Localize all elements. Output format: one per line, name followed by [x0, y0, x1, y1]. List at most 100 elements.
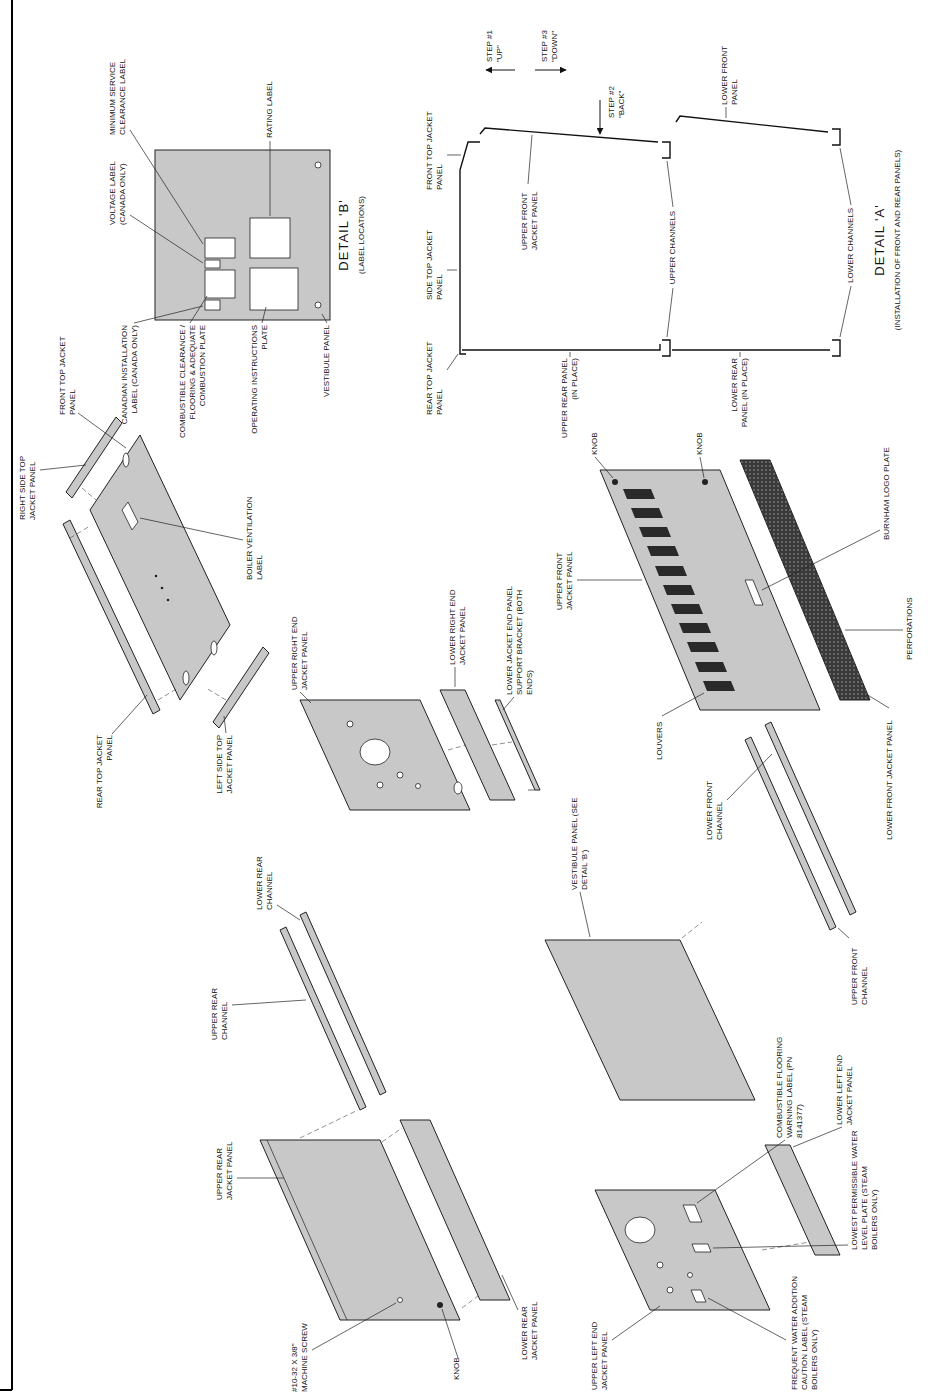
left-end-panels [595, 1145, 840, 1310]
step-label: STEP #3 "DOWN" [540, 14, 560, 62]
part-label: LOWER JACKET END PANEL SUPPORT BRACKET (… [505, 570, 535, 695]
left-end-panels [667, 1287, 673, 1293]
part-label: UPPER CHANNELS [668, 205, 678, 290]
detail-b-panel [315, 162, 321, 168]
leader-lines [667, 288, 673, 337]
top-jacket-panels [206, 688, 226, 700]
detail-a-profile [832, 340, 840, 356]
leader-lines [667, 161, 673, 207]
right-end-panels [347, 721, 353, 727]
part-label: LOWER RIGHT END JACKET PANEL [448, 565, 468, 665]
part-label: FRONT TOP JACKET PANEL [425, 110, 445, 190]
part-label: PERFORATIONS [905, 580, 915, 660]
front-channels [765, 722, 856, 915]
leader-lines [727, 754, 772, 800]
detail-b-panel [155, 150, 330, 320]
louvers [631, 508, 663, 518]
part-label: COMBUSTIBLE FLOORING WARNING LABEL (PN 8… [775, 1023, 805, 1138]
right-end-panels [300, 700, 470, 810]
leader-lines [612, 1306, 660, 1340]
front-jacket-panels [612, 479, 618, 485]
left-end-panels [625, 1217, 655, 1243]
left-end-panels [692, 1244, 711, 1252]
detail-a-profile [486, 70, 515, 71]
leader-lines [708, 1298, 786, 1340]
detail-a-profile [832, 129, 840, 145]
right-end-panels [397, 772, 403, 778]
rear-jacket-panels [398, 1298, 403, 1303]
part-label: UPPER LEFT END JACKET PANEL [590, 1300, 610, 1390]
part-label: LOUVERS [655, 715, 665, 760]
detail-b-panel [250, 268, 298, 310]
front-jacket-panels [740, 460, 870, 700]
leader-lines [134, 306, 203, 323]
leader-lines [40, 465, 86, 470]
part-label: LOWER CHANNELS [846, 203, 856, 288]
leader-lines [577, 580, 642, 581]
left-end-panels [688, 1273, 693, 1278]
part-label: FRONT TOP JACKET PANEL [58, 335, 78, 415]
right-end-panels [495, 700, 540, 790]
detail-b-panel [205, 260, 220, 268]
rear-jacket-panels [400, 1120, 510, 1300]
leader-lines [237, 1178, 284, 1179]
part-label: UPPER REAR JACKET PANEL [215, 1120, 235, 1200]
part-label: LOWEST PERMISSIBLE WATER LEVEL PLATE (ST… [850, 1130, 880, 1250]
leader-lines [662, 693, 704, 716]
part-label: UPPER REAR CHANNEL [210, 970, 230, 1040]
part-label: KNOB [590, 415, 600, 455]
part-label: UPPER FRONT CHANNEL [850, 935, 870, 1005]
part-label: LOWER FRONT PANEL [720, 35, 740, 105]
part-label: VESTIBULE PANEL (SEE DETAIL 'B') [570, 795, 590, 890]
top-jacket-panels [90, 435, 230, 700]
page-border [11, 0, 13, 1390]
detail-subtitle: (INSTALLATION OF FRONT AND REAR PANELS) [893, 100, 903, 380]
detail-a-profile [480, 128, 658, 142]
left-end-panels [765, 1145, 840, 1255]
leader-lines [224, 716, 226, 733]
detail-title: DETAIL 'B' [336, 165, 352, 305]
leader-lines [447, 270, 457, 271]
left-end-panels [595, 1190, 770, 1310]
leader-lines [300, 692, 311, 703]
rear-jacket-panels [437, 1302, 443, 1308]
detail-title: DETAIL 'A' [872, 140, 888, 340]
top-jacket-panels [213, 647, 269, 728]
leader-lines [130, 215, 203, 263]
leader-lines [570, 352, 571, 357]
part-label: UPPER FRONT JACKET PANEL [555, 530, 575, 610]
rear-jacket-panels [267, 1140, 347, 1320]
vestibule-panel [545, 922, 755, 1100]
top-jacket-panels [122, 502, 138, 530]
detail-a-profile [662, 340, 670, 356]
leader-lines [312, 1303, 396, 1350]
detail-a-profile [535, 70, 566, 71]
leader-lines [713, 1245, 848, 1248]
leader-lines [840, 286, 851, 337]
top-jacket-panels [66, 417, 122, 498]
leader-lines [455, 667, 456, 687]
part-label: VESTIBULE PANEL [322, 325, 332, 445]
detail-b-panel [155, 150, 330, 320]
right-end-panels [440, 690, 515, 800]
part-label: CANADIAN INSTALLATION LABEL (CANADA ONLY… [120, 325, 140, 445]
leader-lines [447, 155, 461, 156]
detail-a-profile [662, 142, 670, 158]
louvers [687, 642, 719, 652]
detail-a-profile [460, 142, 480, 354]
top-jacket-panels [167, 599, 170, 602]
part-label: REAR TOP JACKET PANEL [425, 335, 445, 415]
front-jacket-panels [600, 460, 870, 710]
step-label: STEP #2 "BACK" [607, 73, 627, 118]
leader-lines [232, 1000, 306, 1005]
leader-lines [697, 1140, 785, 1203]
leader-lines [270, 141, 271, 216]
part-label: KNOB [695, 415, 705, 455]
right-end-panels [360, 739, 390, 765]
louvers [655, 566, 687, 576]
louvers [671, 604, 703, 614]
left-end-panels [683, 1205, 702, 1222]
leader-lines [726, 107, 727, 118]
